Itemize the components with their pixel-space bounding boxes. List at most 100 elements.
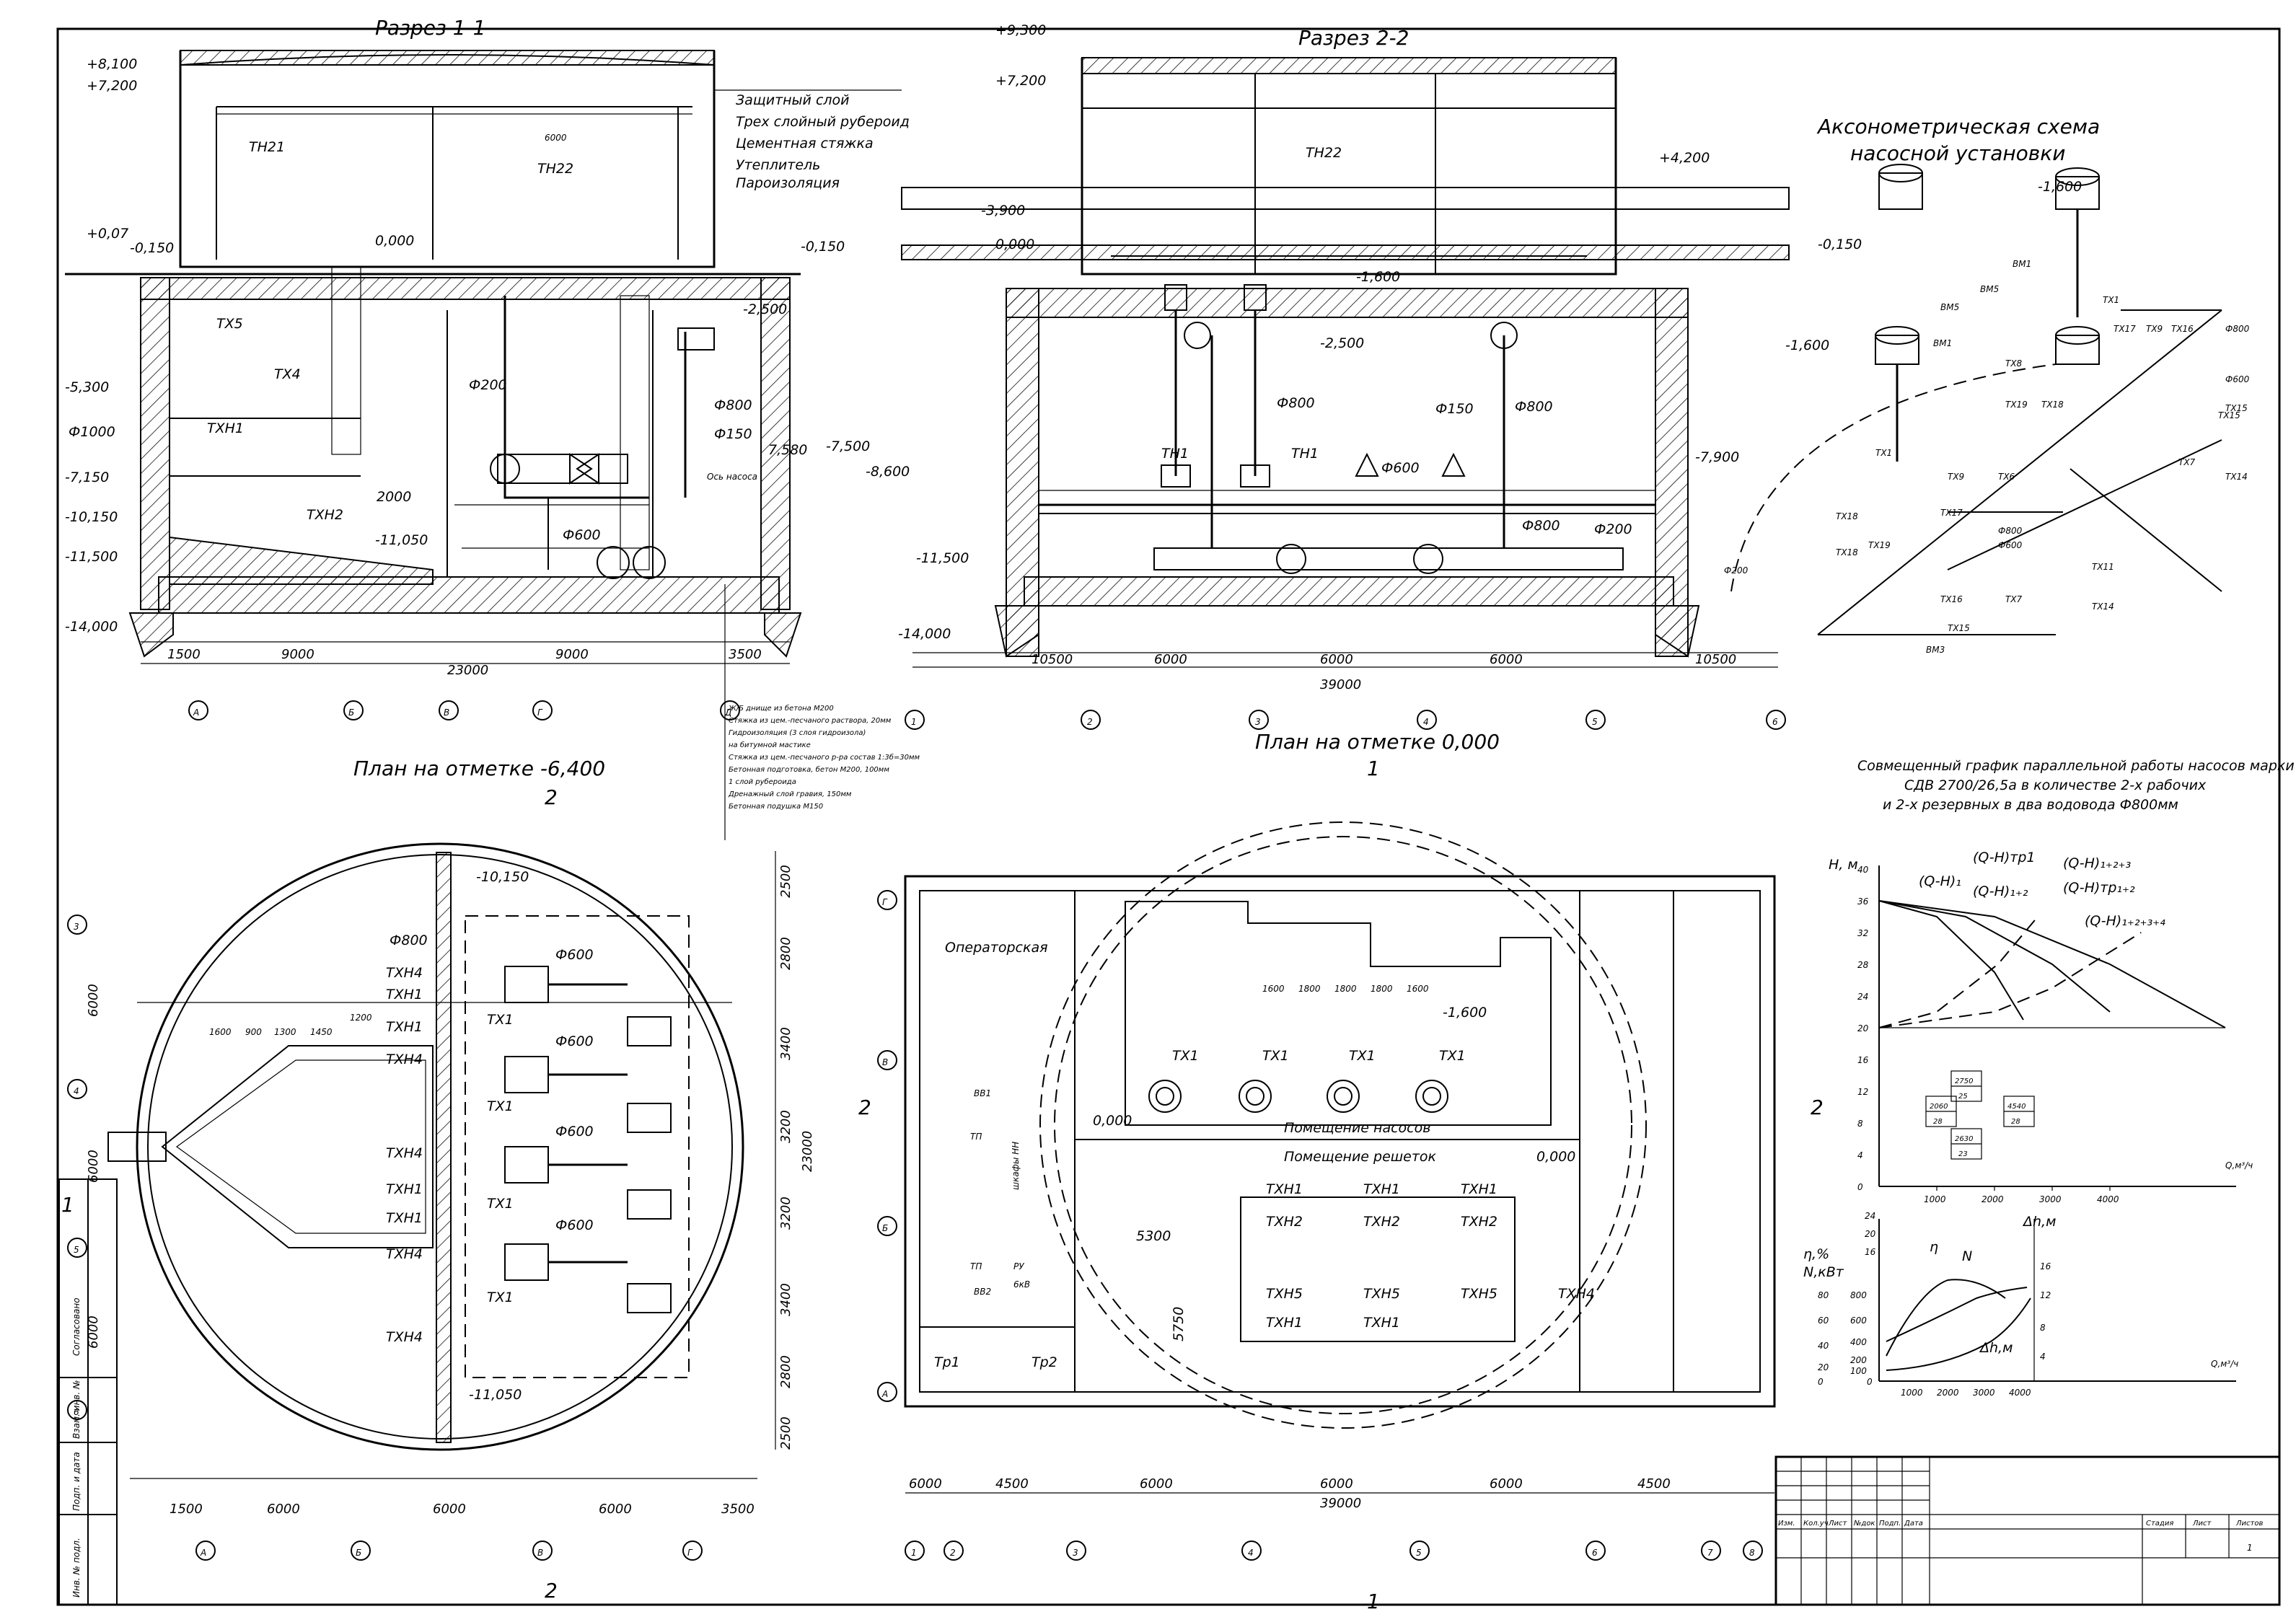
axon-elev-b: -1,600: [1785, 338, 1829, 353]
elev-0150-l: -0,150: [130, 240, 174, 256]
plan-lower-txn1-c: ТХН1: [386, 1181, 423, 1197]
axon-d600-b: Ф600: [1998, 540, 2023, 550]
plan-lower-txn4-d: ТХН4: [386, 1246, 423, 1262]
axon-tx15: ТХ15: [2225, 403, 2248, 413]
qh-box-2-b: 25: [1958, 1093, 1968, 1101]
plan-upper-axis-a: А: [881, 1389, 888, 1399]
stamp-head-doc: №док: [1853, 1520, 1875, 1528]
section-1-1-title: Разрез 1-1: [375, 16, 485, 40]
eff-top-tick-16: 16: [1865, 1247, 1876, 1257]
plan-upper-axis-1: 1: [911, 1548, 917, 1558]
floor-layer-5: Стяжка из цем.-песчаного р-ра состав 1:3…: [729, 753, 920, 762]
eff-curve-eta: [1886, 1279, 2006, 1357]
pump-tx1-b: ТХ1: [1262, 1048, 1289, 1064]
elev-1600-b: -1,600: [1356, 269, 1400, 285]
eff-yl-2: 40: [1818, 1341, 1829, 1351]
plan-upper-axis-2: 2: [950, 1548, 956, 1558]
plan-upper-dim-b4: 6000: [1490, 1476, 1523, 1491]
elev-11500-b: -11,500: [916, 550, 969, 566]
plan-lower-dim-top-4: 1200: [350, 1013, 372, 1023]
qh-box-1-b: 28: [1933, 1118, 1943, 1126]
qh-series: [1878, 900, 2226, 1028]
plan-upper-dim-b0: 6000: [909, 1476, 942, 1491]
plan-upper-dim-t1: 1800: [1298, 984, 1321, 994]
axis-s2-3: 3: [1255, 717, 1261, 727]
label-d800: Ф800: [714, 397, 752, 413]
axon-tx15-c: ТХ15: [2218, 410, 2240, 420]
elev-0150-b: -0,150: [1818, 237, 1862, 252]
stamp-head-date: Дата: [1904, 1520, 1923, 1528]
qh-x-tick-label: 4000: [2097, 1194, 2119, 1204]
plan-upper-dim-b2: 6000: [1140, 1476, 1173, 1491]
eff-label-dh: Δh,м: [1979, 1340, 2013, 1356]
section-2-2-elevations: +9,300 +7,200 -3,900 0,000 -11,500 -14,0…: [898, 22, 1862, 642]
label-6000: 6000: [545, 133, 567, 143]
plan-lower-axis-g: Г: [687, 1548, 693, 1558]
label-txn2: ТХН2: [307, 507, 343, 523]
elev-7150: -7,150: [65, 470, 109, 485]
plan-upper-txn2-a: ТХН2: [1266, 1214, 1303, 1230]
eff-curve-dh: [1886, 1297, 2031, 1371]
plan-upper-axis-b: Б: [882, 1223, 888, 1233]
plan-lower-dim-r2: 3400: [778, 1027, 793, 1060]
axon-vm3: ВМ3: [1926, 645, 1945, 655]
plan-upper-axis-v: В: [882, 1057, 888, 1067]
plan-lower-dim-b1: 6000: [267, 1502, 300, 1517]
eff-top-tick-24: 24: [1865, 1211, 1875, 1221]
axon-tx16: ТХ16: [2171, 324, 2194, 334]
plan-upper-dim-b1: 4500: [995, 1476, 1029, 1491]
eff-x-2: 3000: [1973, 1388, 1995, 1398]
qh-y-tick-label: 16: [1857, 1055, 1869, 1065]
axis-b: Б: [348, 708, 354, 718]
eff-top-tick-20: 20: [1865, 1229, 1876, 1239]
axis-s2-1: 1: [911, 717, 917, 727]
dim-9000-b: 9000: [555, 647, 589, 662]
elev-2500-b: -2,500: [1320, 335, 1364, 351]
eff-ym-2: 400: [1850, 1337, 1867, 1347]
label-s2-d800-b: Ф800: [1515, 399, 1553, 415]
stamp-head-izm: Изм.: [1778, 1520, 1795, 1528]
qh-y-tick-label: 4: [1857, 1150, 1863, 1160]
eff-y-ticks-right: 16 12 8 4: [2040, 1261, 2051, 1362]
side-strip-sign: Подп. и дата: [71, 1452, 82, 1511]
plan-lower-tx1-d: ТХ1: [487, 1290, 514, 1305]
elev-7580: 7,580: [768, 442, 807, 458]
label-s2-th1-b: ТН1: [1291, 446, 1319, 462]
qh-curve-labels: (Q-H)₁ (Q-H)тр1 (Q-H)₁₊₂ (Q-H)₁₊₂₊₃ (Q-H…: [1919, 850, 2165, 929]
label-s2-th22: ТН22: [1306, 145, 1342, 161]
plan-upper-dim-b6: 4500: [1637, 1476, 1671, 1491]
plan-lower-txn1-b: ТХН1: [386, 1019, 423, 1035]
eff-ym-4: 100: [1850, 1366, 1867, 1376]
plan-upper-elev-c: 0,000: [1536, 1149, 1575, 1165]
label-tx4: ТХ4: [274, 366, 301, 382]
sheet-frame: [56, 27, 2281, 1606]
label-tx5: ТХ5: [216, 316, 243, 332]
plan-upper-dim-b3: 6000: [1320, 1476, 1353, 1491]
stamp-sheets: Листов: [2235, 1520, 2263, 1528]
plan-upper-tp-a: ТП: [970, 1132, 982, 1142]
axon-tx14-b: ТХ14: [2225, 472, 2248, 482]
axon-tx11: ТХ11: [2092, 562, 2114, 572]
pump-tx1-d: ТХ1: [1439, 1048, 1466, 1064]
label-d600: Ф600: [563, 527, 601, 543]
floor-layer-7: 1 слой рубероида: [729, 777, 796, 786]
elev-5300: -5,300: [65, 379, 109, 395]
floor-layer-4: на битумной мастике: [729, 741, 811, 749]
plan-lower-axis-5: 5: [74, 1245, 79, 1255]
elev-8100: +8,100: [87, 56, 137, 72]
axon-title: Аксонометрическая схема: [1816, 115, 2100, 138]
plan-upper-txn5-c: ТХН5: [1461, 1286, 1497, 1302]
plan-lower-dim-top-0: 1600: [209, 1027, 232, 1037]
roof-layer-4: Утеплитель: [736, 157, 820, 173]
label-2000: 2000: [377, 489, 411, 505]
elev-9300: +9,300: [995, 22, 1046, 38]
efficiency-graph: η,% N,кВт Δh,м Q,м³/ч 80 60 40 20 0 800 …: [1803, 1211, 2238, 1398]
plan-upper-marker-1-top: 1: [1367, 757, 1380, 780]
floor-layer-6: Бетонная подготовка, бетон М200, 100мм: [729, 765, 889, 774]
dim-s2-10500-b: 10500: [1695, 652, 1736, 667]
plan-upper-txn2-c: ТХН2: [1461, 1214, 1497, 1230]
stamp-head-kol: Кол.уч: [1803, 1520, 1829, 1528]
section-2-2-title: Разрез 2-2: [1298, 26, 1409, 50]
elev-14000-b: -14,000: [898, 626, 951, 642]
